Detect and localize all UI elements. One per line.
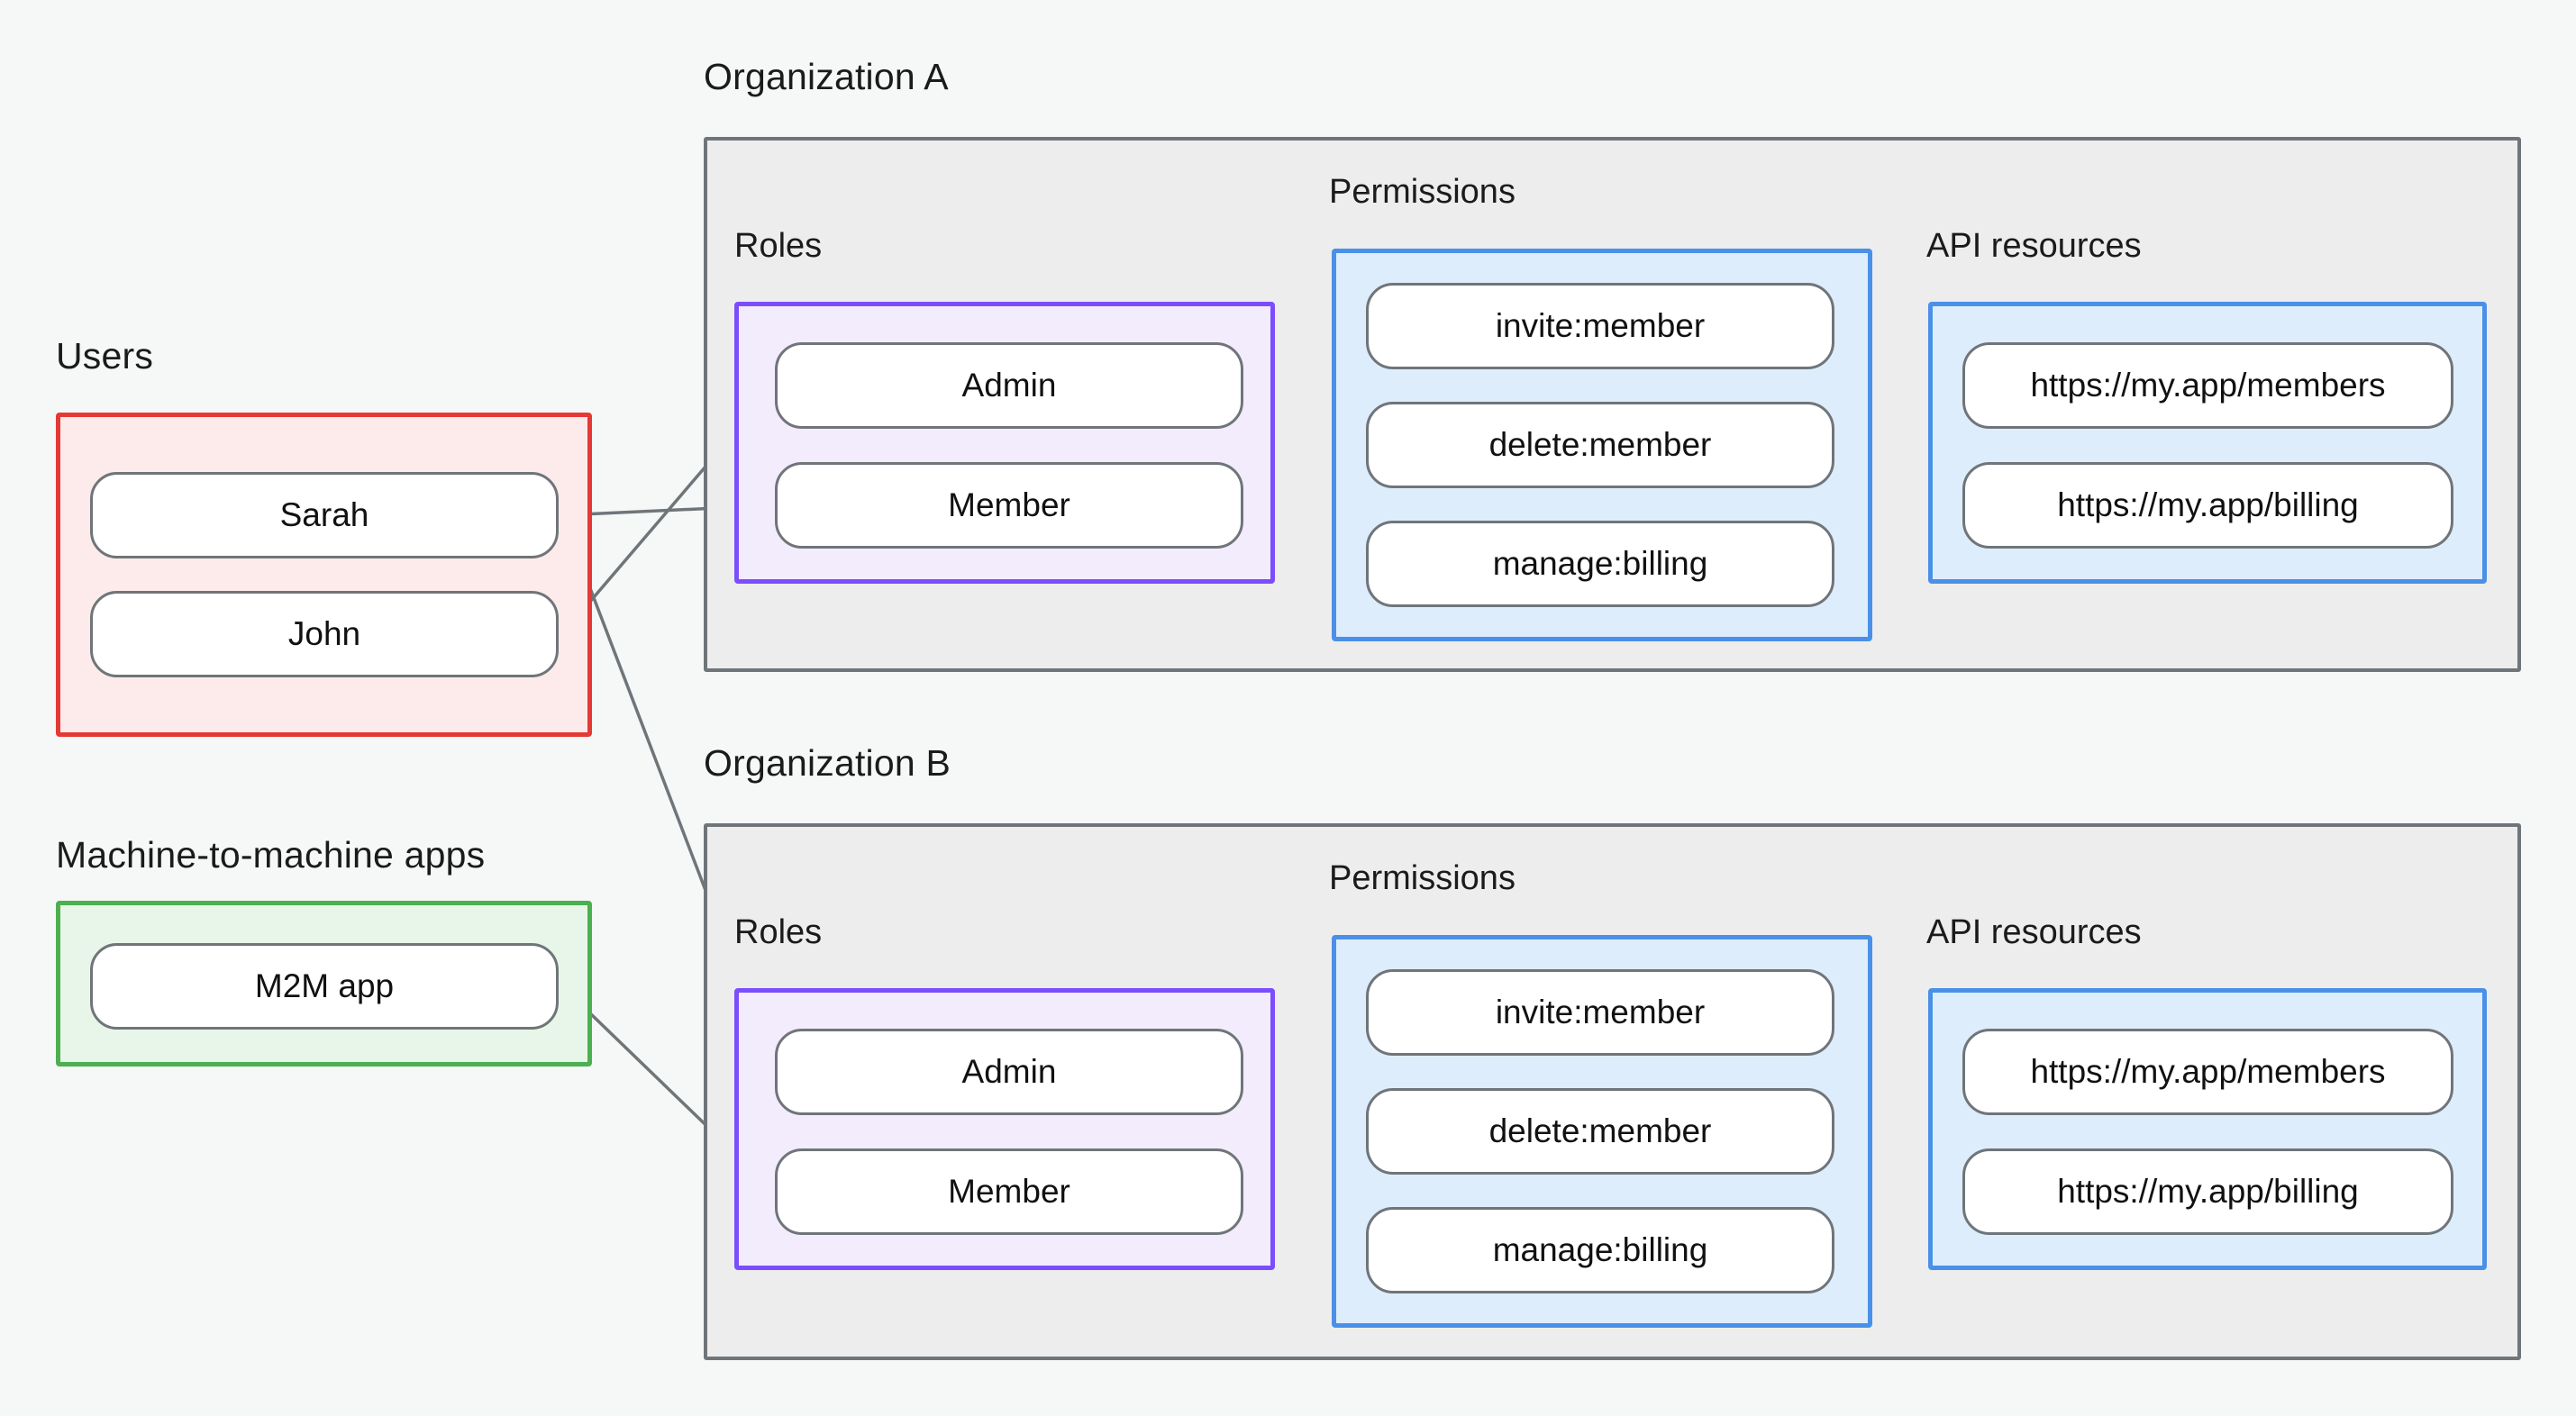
orgB-api-resource-members[interactable]: https://my.app/members — [1962, 1029, 2453, 1115]
m2m-node-app[interactable]: M2M app — [90, 943, 559, 1030]
orgA-role-admin[interactable]: Admin — [775, 342, 1243, 429]
orgA-role-member[interactable]: Member — [775, 462, 1243, 549]
organization-a-title: Organization A — [704, 56, 949, 97]
orgB-permissions-title: Permissions — [1329, 859, 1516, 897]
orgB-role-admin[interactable]: Admin — [775, 1029, 1243, 1115]
orgB-api-resources-title: API resources — [1926, 913, 2142, 951]
user-node-sarah[interactable]: Sarah — [90, 472, 559, 558]
orgA-permission-manage-billing[interactable]: manage:billing — [1366, 521, 1834, 607]
orgA-permission-delete-member[interactable]: delete:member — [1366, 402, 1834, 488]
users-container — [56, 413, 592, 737]
m2m-section-title: Machine-to-machine apps — [56, 834, 486, 876]
orgB-permission-invite-member[interactable]: invite:member — [1366, 969, 1834, 1056]
orgA-api-resources-title: API resources — [1926, 227, 2142, 265]
orgA-permissions-title: Permissions — [1329, 173, 1516, 211]
orgB-role-member[interactable]: Member — [775, 1148, 1243, 1235]
orgA-api-resource-billing[interactable]: https://my.app/billing — [1962, 462, 2453, 549]
users-section-title: Users — [56, 335, 154, 377]
orgB-permission-delete-member[interactable]: delete:member — [1366, 1088, 1834, 1175]
orgB-permission-manage-billing[interactable]: manage:billing — [1366, 1207, 1834, 1293]
organization-b-title: Organization B — [704, 742, 951, 784]
orgA-api-resource-members[interactable]: https://my.app/members — [1962, 342, 2453, 429]
orgA-roles-title: Roles — [734, 227, 823, 265]
orgA-permission-invite-member[interactable]: invite:member — [1366, 283, 1834, 369]
orgB-api-resource-billing[interactable]: https://my.app/billing — [1962, 1148, 2453, 1235]
orgB-roles-title: Roles — [734, 913, 823, 951]
user-node-john[interactable]: John — [90, 591, 559, 677]
